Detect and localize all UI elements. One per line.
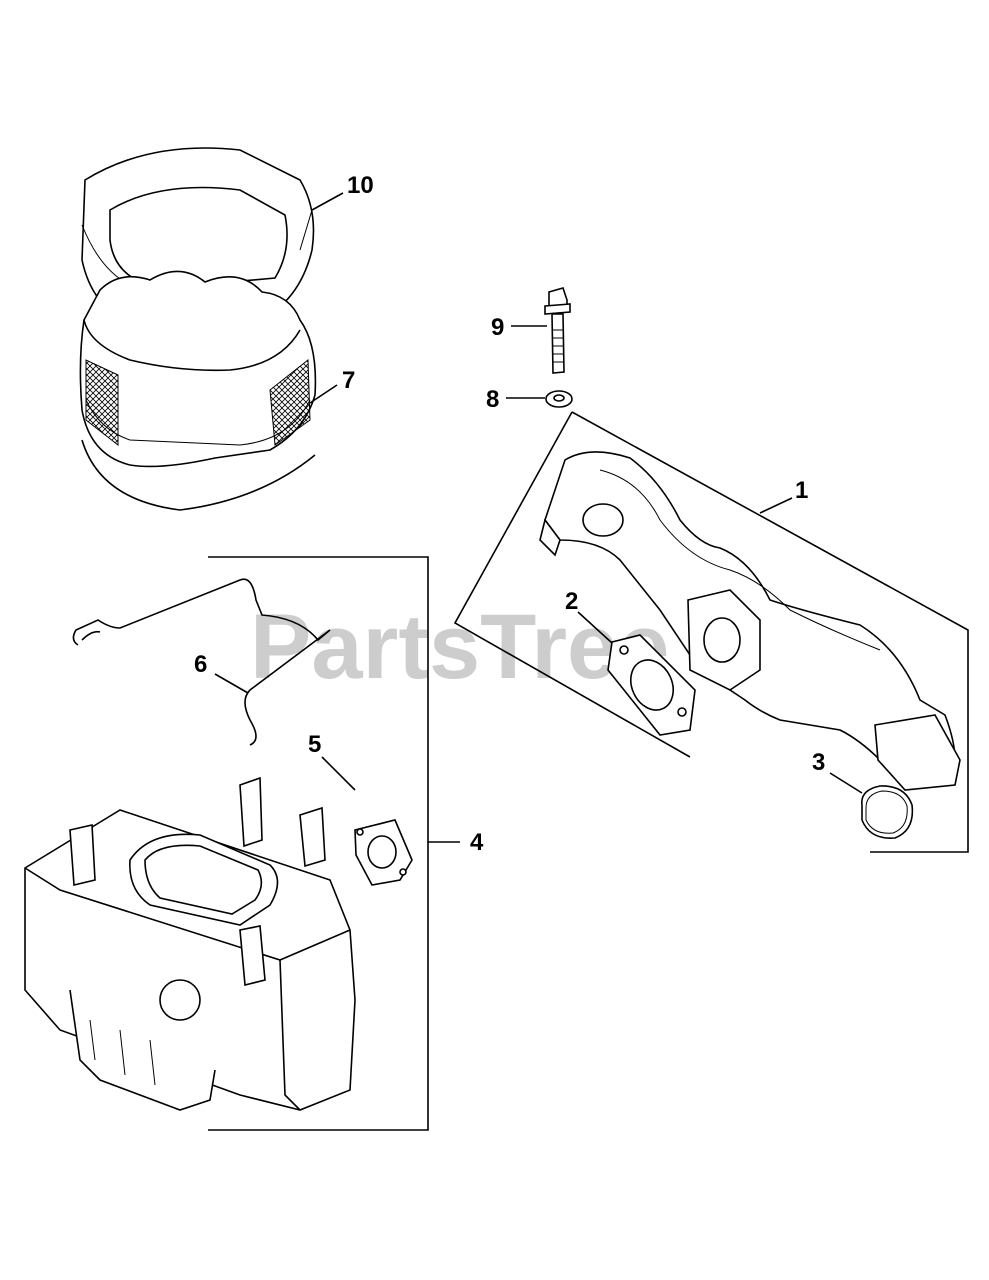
callout-1: 1 [795,477,808,504]
group-1-frame [453,411,969,853]
part-5-gasket [354,819,413,886]
part-8-washer [545,390,573,408]
callout-7: 7 [342,367,355,394]
callout-2: 2 [565,588,578,615]
callout-6: 6 [194,651,207,678]
leader-lines [214,192,863,843]
part-4-air-cleaner-base [24,776,356,1111]
group-4-bracket [208,556,429,1131]
callout-10: 10 [347,172,374,199]
callout-9: 9 [491,314,504,341]
part-2-gasket [607,634,696,736]
callout-3: 3 [812,749,825,776]
watermark-text: PartsTree [250,596,669,698]
part-1-intake-manifold [539,451,961,791]
part-3-o-ring [861,785,914,839]
callout-4: 4 [470,829,484,856]
part-6-wire-clip [72,578,331,746]
callout-8: 8 [486,386,499,413]
callout-5: 5 [308,731,321,758]
part-7-air-filter [79,270,317,511]
part-9-bolt [544,287,571,374]
